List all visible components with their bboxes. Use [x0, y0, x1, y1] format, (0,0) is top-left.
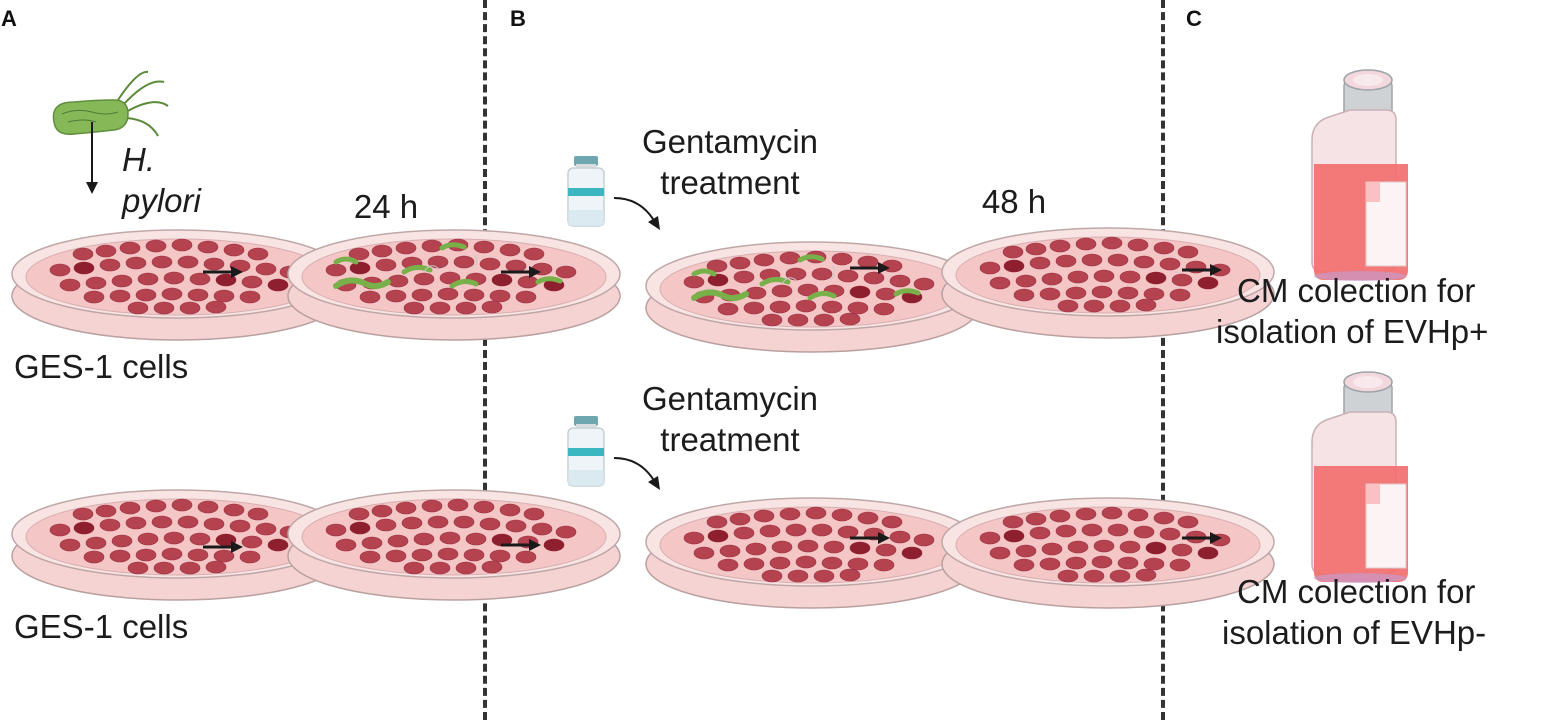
collection-label-bottom-line1: CM colection for — [1237, 573, 1476, 610]
h-pylori-bacterium-icon — [52, 70, 169, 137]
arrow-right-icon — [499, 537, 543, 553]
arrow-right-icon — [848, 260, 892, 276]
gentamycin-vial-icon — [567, 415, 605, 487]
treatment-label-bottom-line1: Gentamycin — [641, 380, 819, 417]
arrow-right-icon — [1180, 262, 1224, 278]
pathogen-label-line2: pylori — [122, 182, 201, 219]
collection-label-top-line2: isolation of EVHp+ — [1216, 313, 1489, 350]
culture-flask-icon — [1311, 69, 1409, 282]
arrow-right-icon — [499, 264, 543, 280]
cells-label-bottom: GES-1 cells — [14, 608, 189, 645]
gentamycin-vial-icon — [567, 155, 605, 227]
petri-dish-icon — [286, 488, 626, 598]
treatment-label-top-line1: Gentamycin — [641, 123, 819, 160]
collection-label-top-line1: CM colection for — [1237, 272, 1476, 309]
pathogen-label-line1: H. — [122, 141, 155, 178]
arrow-right-icon — [201, 264, 245, 280]
arrow-right-icon — [201, 539, 245, 555]
curved-arrow-icon — [613, 457, 660, 490]
treatment-label-bottom-line2: treatment — [660, 421, 800, 458]
curved-arrow-icon — [613, 197, 660, 230]
panel-divider-bc — [1161, 0, 1165, 720]
arrow-right-icon — [848, 530, 892, 546]
down-arrow-icon — [86, 122, 98, 194]
time-label-24h: 24 h — [353, 188, 419, 225]
arrow-right-icon — [1180, 530, 1224, 546]
time-label-48h: 48 h — [981, 183, 1047, 220]
panel-letter-c: C — [1186, 6, 1202, 31]
cells-label-top: GES-1 cells — [14, 348, 189, 385]
panel-letter-a: A — [1, 6, 17, 31]
treatment-label-top-line2: treatment — [660, 164, 800, 201]
petri-dish-infected-icon — [286, 228, 626, 338]
petri-dish-icon — [644, 496, 984, 606]
panel-letter-b: B — [510, 6, 526, 31]
petri-dish-infected-icon — [644, 240, 984, 350]
culture-flask-icon — [1311, 371, 1409, 584]
collection-label-bottom-line2: isolation of EVHp- — [1222, 614, 1487, 651]
petri-dish-icon — [940, 496, 1280, 606]
panel-divider-ab — [483, 0, 487, 720]
